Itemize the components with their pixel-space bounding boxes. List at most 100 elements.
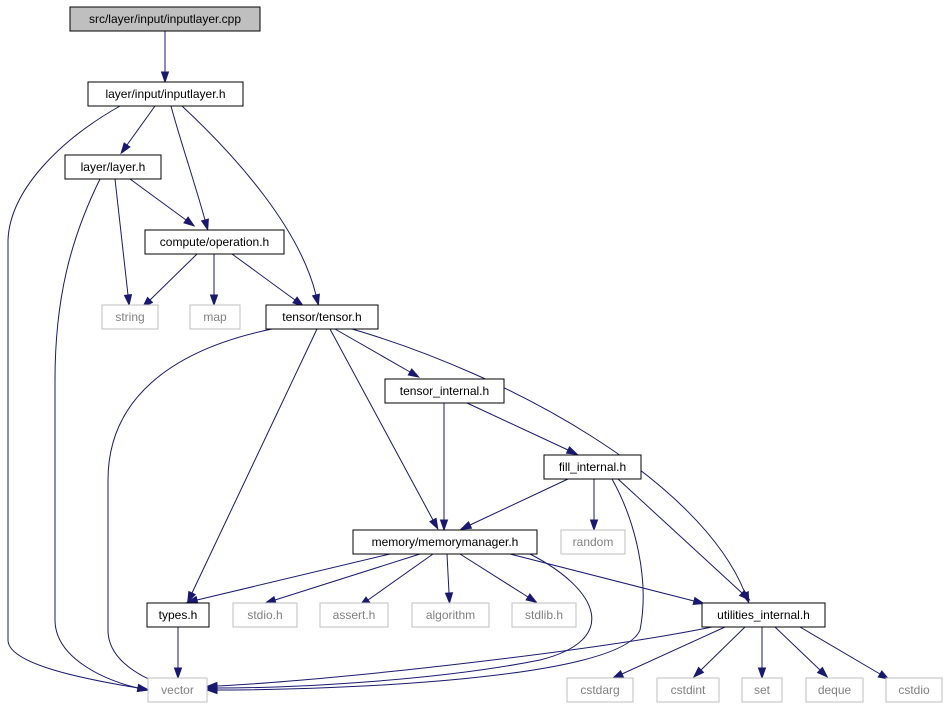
node-box xyxy=(543,454,642,480)
edge-arrowhead xyxy=(611,669,625,679)
node-memorymanager-h[interactable]: memory/memorymanager.h xyxy=(352,529,538,555)
node-label: vector xyxy=(161,683,194,697)
node-box xyxy=(384,378,505,404)
node-label: layer/layer.h xyxy=(81,160,146,174)
edge-arrowhead xyxy=(187,590,197,604)
edge-fill_internal_h-to-vector xyxy=(205,478,644,695)
edge-inputlayer_h-to-vector xyxy=(7,105,150,693)
node-box xyxy=(265,304,379,330)
node-box xyxy=(147,677,208,703)
edge-arrowhead xyxy=(120,142,131,155)
edge-line xyxy=(107,328,273,685)
edge-arrowhead xyxy=(205,681,218,691)
edge-tensor_internal_h-to-memorymanager_h xyxy=(439,403,449,532)
node-types-h[interactable]: types.h xyxy=(146,602,210,628)
edge-arrowhead xyxy=(589,519,599,532)
node-tensor-internal-h[interactable]: tensor_internal.h xyxy=(384,378,505,404)
edge-arrowhead xyxy=(292,296,305,307)
node-box xyxy=(560,529,626,555)
edge-line xyxy=(216,478,644,691)
node-box xyxy=(885,677,943,703)
edge-utilities_internal_h-to-vector xyxy=(205,626,713,691)
node-cstdarg: cstdarg xyxy=(566,677,634,703)
edge-inputlayer_h-to-tensor_h xyxy=(181,105,320,307)
edge-memorymanager_h-to-utilities_internal_h xyxy=(509,553,706,605)
edge-arrowhead xyxy=(183,216,196,227)
node-label: cstdarg xyxy=(580,683,619,697)
edges-layer xyxy=(7,31,890,695)
node-layer-h[interactable]: layer/layer.h xyxy=(64,154,162,180)
edge-layer_h-to-operation_h xyxy=(129,178,196,227)
edge-line xyxy=(334,328,411,373)
edge-utilities_internal_h-to-cstdarg xyxy=(611,626,726,679)
edge-line xyxy=(367,553,434,601)
edge-memorymanager_h-to-stdlib_h xyxy=(459,553,538,604)
edge-line xyxy=(700,626,746,671)
node-box xyxy=(189,304,241,330)
node-utilities-internal-h[interactable]: utilities_internal.h xyxy=(701,602,826,628)
node-box xyxy=(511,602,577,628)
edge-operation_h-to-tensor_h xyxy=(231,253,305,307)
edge-arrowhead xyxy=(123,294,133,307)
edge-layer_h-to-vector xyxy=(54,178,150,693)
node-box xyxy=(232,602,298,628)
edge-line xyxy=(459,553,529,598)
edge-line xyxy=(469,478,569,526)
edge-line xyxy=(149,253,198,301)
node-box xyxy=(741,677,783,703)
node-tensor-h[interactable]: tensor/tensor.h xyxy=(265,304,379,330)
node-box xyxy=(64,154,162,180)
node-box xyxy=(87,81,244,107)
edge-line xyxy=(231,253,296,301)
node-operation-h[interactable]: compute/operation.h xyxy=(144,229,285,255)
node-root: src/layer/input/inputlayer.cpp xyxy=(69,6,261,32)
node-label: utilities_internal.h xyxy=(717,608,810,622)
edge-fill_internal_h-to-random xyxy=(589,479,599,532)
node-fill-internal-h[interactable]: fill_internal.h xyxy=(543,454,642,480)
edge-line xyxy=(799,626,881,675)
edge-arrowhead xyxy=(264,595,277,604)
edge-inputlayer_h-to-layer_h xyxy=(120,105,156,155)
edge-arrowhead xyxy=(565,445,579,455)
node-box xyxy=(69,6,261,32)
edge-line xyxy=(7,105,139,689)
edge-line xyxy=(129,178,187,221)
edge-arrowhead xyxy=(738,589,751,601)
node-set: set xyxy=(741,677,783,703)
node-label: random xyxy=(573,535,614,549)
edge-arrowhead xyxy=(757,667,767,680)
node-inputlayer-h[interactable]: layer/input/inputlayer.h xyxy=(87,81,244,107)
edge-arrowhead xyxy=(877,670,890,680)
node-label: stdio.h xyxy=(247,608,282,622)
edge-line xyxy=(446,553,450,594)
node-label: layer/input/inputlayer.h xyxy=(105,87,225,101)
node-box xyxy=(701,602,826,628)
edge-root-to-inputlayer_h xyxy=(160,31,170,84)
edge-line xyxy=(126,105,156,146)
edge-tensor_h-to-tensor_internal_h xyxy=(334,328,420,378)
edge-arrowhead xyxy=(200,218,209,232)
edge-arrowhead xyxy=(311,293,320,307)
node-deque: deque xyxy=(805,677,864,703)
edge-line xyxy=(617,478,743,594)
edge-line xyxy=(181,105,317,296)
edge-line xyxy=(196,553,391,601)
edge-tensor_internal_h-to-fill_internal_h xyxy=(466,402,579,455)
node-stdio-h: stdio.h xyxy=(232,602,298,628)
edge-arrowhead xyxy=(692,596,706,605)
edge-utilities_internal_h-to-set xyxy=(757,627,767,680)
node-label: deque xyxy=(818,683,852,697)
node-algorithm: algorithm xyxy=(411,602,490,628)
edge-arrowhead xyxy=(692,666,705,679)
node-box xyxy=(352,529,538,555)
edge-line xyxy=(216,553,593,689)
edge-utilities_internal_h-to-cstdio xyxy=(799,626,890,680)
edge-line xyxy=(216,626,713,687)
edge-tensor_h-to-types_h xyxy=(187,328,318,604)
node-label: types.h xyxy=(159,608,198,622)
node-box xyxy=(805,677,864,703)
edge-tensor_h-to-vector xyxy=(107,328,273,689)
node-string: string xyxy=(101,304,159,330)
node-label: stdlib.h xyxy=(525,608,563,622)
